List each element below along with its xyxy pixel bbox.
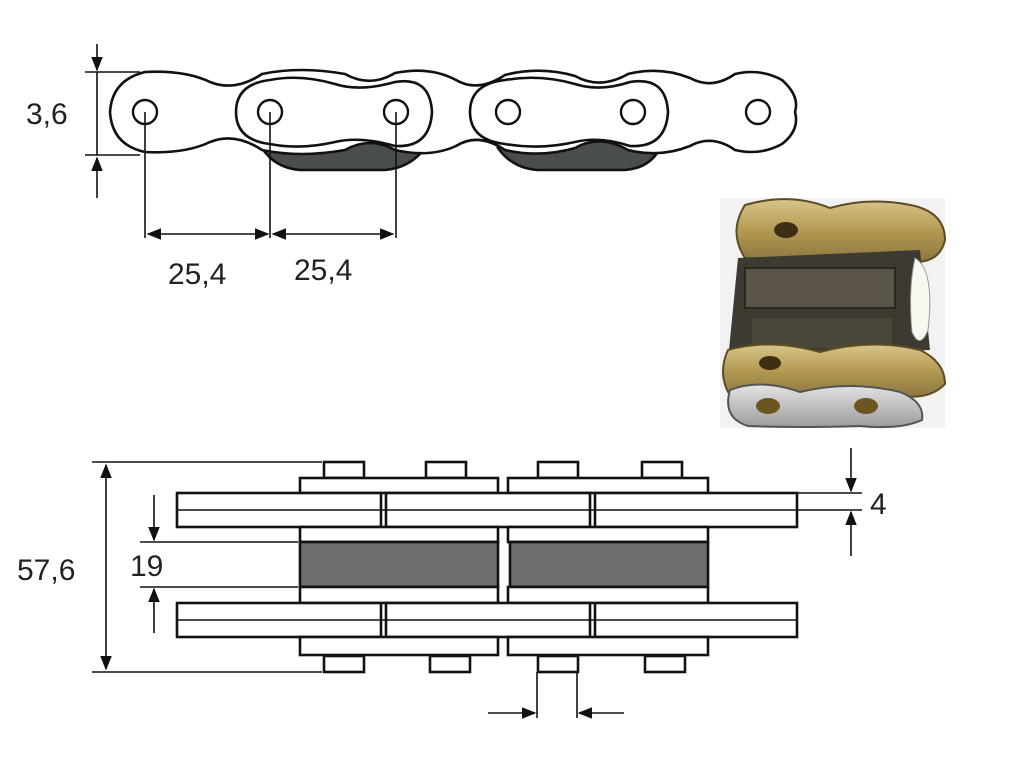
pin-head [640, 460, 684, 480]
inner-plate-left [234, 76, 434, 148]
outer-plate [506, 476, 710, 495]
pin-hole [619, 98, 647, 126]
pin-head [536, 654, 580, 674]
pin-head [322, 460, 366, 480]
outer-plate [298, 635, 500, 657]
outer-plate [298, 476, 500, 495]
plan-view: 57,6 19 4 [17, 448, 887, 719]
outer-plate [506, 635, 710, 657]
pin-head [428, 654, 472, 674]
pin-head [643, 654, 687, 674]
inner-plate [298, 525, 500, 544]
pin-head [322, 654, 366, 674]
roller [298, 540, 500, 589]
chain-photo-icon [720, 198, 947, 429]
inner-plate [506, 525, 710, 544]
total-width-label: 57,6 [17, 554, 75, 587]
pin-hole [744, 98, 772, 126]
pin-hole [494, 98, 522, 126]
pitch-right-label: 25,4 [294, 254, 352, 287]
side-view: 3,6 25,4 25,4 [26, 44, 798, 291]
pitch-left-label: 25,4 [168, 258, 226, 291]
plate-thickness-label: 4 [870, 488, 887, 521]
height-label: 3,6 [26, 98, 68, 131]
inner-width-label: 19 [130, 550, 163, 583]
pin-head [536, 460, 580, 480]
inner-plate [506, 585, 710, 605]
chain-outline [108, 68, 798, 156]
inner-plate [298, 585, 500, 605]
inner-plate-right [468, 76, 670, 148]
roller [508, 540, 710, 589]
pin-head [424, 460, 468, 480]
